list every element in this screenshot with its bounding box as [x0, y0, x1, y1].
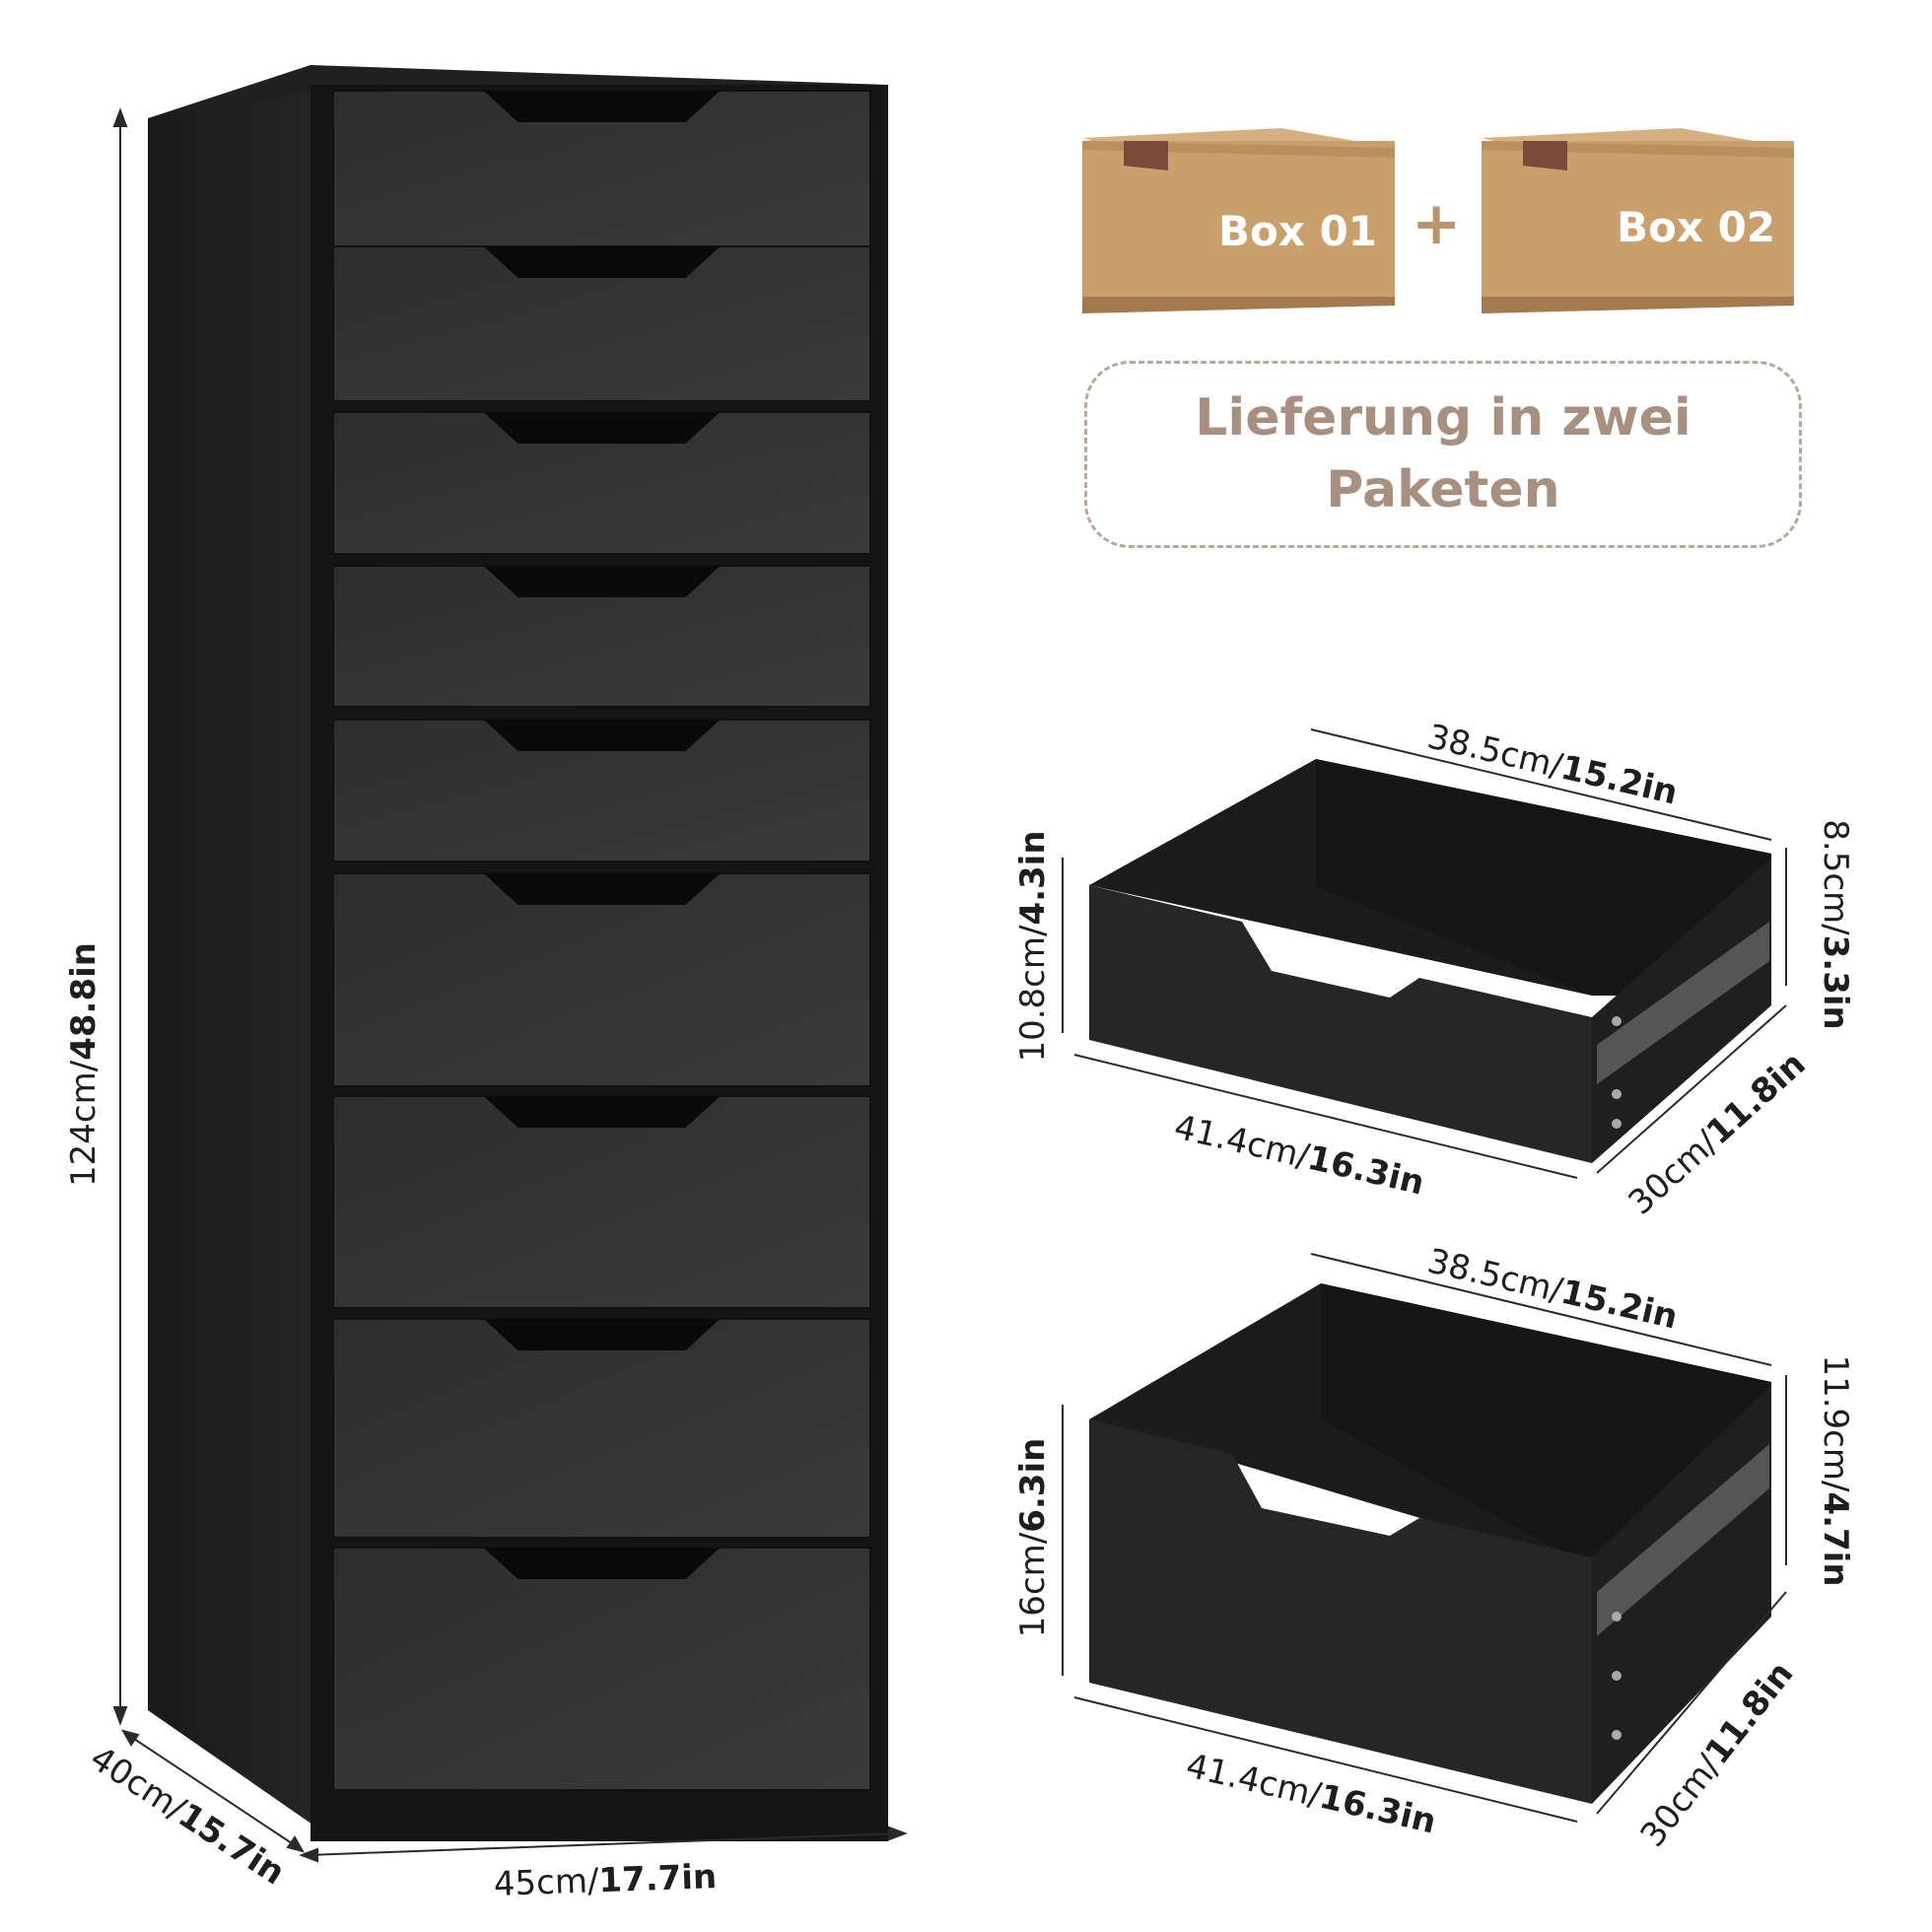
package-box-2: [1482, 128, 1794, 313]
delivery-line-1: Lieferung in zwei: [1195, 388, 1691, 448]
drawer-handle-cutout[interactable]: [483, 1096, 721, 1128]
drawer-handle-cutout[interactable]: [483, 1548, 721, 1579]
large-drawer-inner-height-label: 11.9cm/4.7in: [1816, 1354, 1855, 1587]
large-drawer-front-height-label: 16cm/6.3in: [1013, 1437, 1053, 1638]
cabinet-height-label: 124cm/48.8in: [64, 942, 104, 1187]
width-dimension-line: [307, 1832, 900, 1856]
large-drawer: [1089, 1283, 1771, 1804]
cabinet-drawer[interactable]: [332, 1095, 871, 1309]
depth-dimension-line: [127, 1734, 299, 1848]
box-02-label: Box 02: [1617, 203, 1776, 251]
cabinet-side: [148, 89, 325, 1833]
drawer-handle-cutout[interactable]: [483, 246, 721, 278]
box-01-label: Box 01: [1218, 207, 1378, 255]
drawer-handle-cutout[interactable]: [483, 566, 721, 597]
arrow-icon: [286, 1835, 306, 1853]
drawer-handle-cutout[interactable]: [483, 720, 721, 751]
arrow-icon: [120, 1729, 140, 1747]
arrow-icon: [112, 107, 128, 127]
small-drawer: [1089, 759, 1771, 1163]
drawer-handle-cutout[interactable]: [483, 412, 721, 444]
drawer-front: [1089, 885, 1592, 1163]
package-box-1: [1082, 128, 1395, 313]
drawer-dimension-lines: [1062, 728, 1787, 1823]
cabinet-drawer[interactable]: [332, 872, 871, 1087]
drawer-front: [1089, 1419, 1592, 1804]
drawer-handle-cutout[interactable]: [483, 1319, 721, 1350]
arrow-icon: [888, 1826, 908, 1841]
cabinet-dimension-lines: [112, 107, 908, 1863]
small-drawer-inner-height-label: 8.5cm/3.3in: [1816, 819, 1855, 1030]
drawer-handle-cutout[interactable]: [483, 873, 721, 905]
tape: [1523, 141, 1567, 171]
cabinet-drawers: [332, 90, 871, 1791]
cabinet-drawer[interactable]: [332, 1318, 871, 1539]
plus-sign: +: [1412, 189, 1462, 258]
cabinet: [148, 65, 888, 1841]
cabinet-width-label: 45cm/17.7in: [493, 1857, 718, 1904]
delivery-line-2: Paketen: [1326, 460, 1560, 519]
drawer-handle-cutout[interactable]: [483, 91, 721, 122]
small-drawer-front-height-label: 10.8cm/4.3in: [1013, 830, 1053, 1063]
cabinet-drawer[interactable]: [332, 1547, 871, 1791]
arrow-icon: [112, 1706, 128, 1726]
arrow-icon: [299, 1847, 318, 1863]
